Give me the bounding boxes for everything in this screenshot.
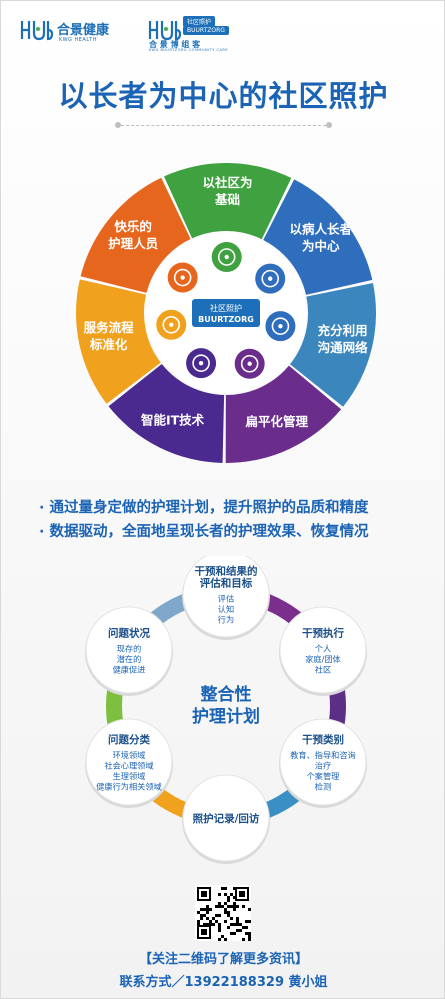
- cycle-node-body: 行为: [218, 614, 234, 624]
- cycle-node-body: 检测: [315, 782, 331, 792]
- qr-code-icon[interactable]: [195, 885, 251, 941]
- logo2-sub: KWG BUURTZORG COMMUNITY CARE: [149, 48, 229, 52]
- wheel-segment: [164, 162, 292, 240]
- cycle-node-body: 潜在的: [117, 654, 142, 664]
- wheel-segment-label: 为中心: [302, 238, 340, 253]
- bullet-item: · 数据驱动，全面地呈现长者的护理效果、恢复情况: [39, 524, 369, 540]
- wheel-segment-label: 基础: [214, 192, 240, 207]
- wheel-segment-label: 标准化: [89, 337, 128, 352]
- wheel-segment-label: 服务流程: [84, 320, 135, 335]
- wheel-segment: [225, 365, 342, 463]
- divider-dot: [115, 122, 121, 128]
- bullet-item: · 通过量身定做的护理计划，提升照护的品质和精度: [39, 500, 369, 516]
- divider-dot: [326, 122, 332, 128]
- wheel-segment-label: 沟通网络: [318, 340, 369, 355]
- logo1-sub: KWG HEALTH: [59, 37, 97, 43]
- cycle-node-title: 评估和目标: [200, 576, 253, 589]
- cycle-node-title: 干预和结果的: [195, 564, 258, 577]
- wheel-segment: [75, 279, 161, 404]
- wheel-segment-label: 扁平化管理: [244, 414, 308, 429]
- logo2-chip2: BUURTZORG: [183, 26, 229, 35]
- wheel-segment-label: 以社区为: [202, 175, 252, 190]
- cycle-center-line2: 护理计划: [192, 706, 260, 727]
- cycle-node-title: 问题分类: [108, 733, 150, 746]
- footer-cta: 【关注二维码了解更多资讯】: [138, 952, 308, 967]
- cycle-node-body: 环境领域: [113, 750, 146, 760]
- wheel-segment-label: 以病人长者: [289, 221, 352, 236]
- checklist-icon: [234, 348, 265, 379]
- cycle-node-body: 健康行为相关领域: [96, 782, 162, 792]
- wheel-segment-label: 快乐的: [114, 219, 152, 234]
- cloud-icon: [186, 348, 217, 379]
- cycle-node-title: 干预类别: [302, 733, 344, 746]
- cycle-node-title: 干预执行: [302, 626, 344, 639]
- cycle-node-body: 现存的: [117, 643, 142, 653]
- cycle-node-body: 家庭/团体: [305, 654, 341, 664]
- wheel-segment-label: 护理人员: [108, 236, 159, 251]
- cycle-node-body: 治疗: [315, 761, 331, 771]
- elder-icon: [255, 263, 286, 294]
- title-divider: [121, 125, 326, 126]
- cycle-center-line1: 整合性: [201, 684, 252, 705]
- kwg-buurtzorg-logo-icon: [148, 21, 181, 41]
- page-title: 以长者为中心的社区照护: [58, 79, 389, 113]
- cycle-node-body: 健康促进: [113, 664, 146, 674]
- logo1-name: 合景健康: [57, 23, 110, 38]
- logo2-chip: 社区照护: [183, 16, 216, 27]
- monitor-icon: [265, 311, 296, 342]
- header-logos: 合景健康 KWG HEALTH 社区照护 BUURTZORG 合 景 博 组 客…: [19, 15, 429, 52]
- cycle-node-body: 教育、指导和咨询: [290, 750, 356, 760]
- footer-contact: 联系方式／13922188329 黄小姐: [119, 975, 328, 990]
- cycle-node-body: 认知: [218, 604, 234, 614]
- wheel-segment: [108, 363, 225, 463]
- wheel-segment-label: 充分利用: [318, 323, 368, 338]
- care-plan-cycle: 整合性护理计划干预和结果的评估和目标评估认知行为干预执行个人家庭/团体社区干预类…: [85, 556, 367, 864]
- badge-line1: 社区照护: [210, 303, 242, 313]
- cycle-node: 照护记录/回访: [182, 774, 270, 864]
- cycle-node-title: 照护记录/回访: [193, 812, 260, 825]
- cycle-node-body: 社区: [315, 664, 331, 674]
- cycle-node-body: 生理领域: [113, 771, 146, 781]
- cycle-node-body: 社会心理领域: [104, 761, 153, 771]
- cycle-node-body: 个人: [315, 643, 331, 653]
- cycle-node-body: 个案管理: [307, 771, 340, 781]
- wheel-segment: [80, 177, 191, 293]
- wheel-segment: [290, 282, 376, 407]
- heart-icon: [156, 309, 187, 340]
- kwg-health-logo-icon: [20, 21, 53, 41]
- home-icon: [211, 242, 242, 273]
- logo2-name: 合 景 博 组 客: [149, 40, 201, 49]
- nurse-icon: [167, 262, 198, 293]
- buurtzorg-badge: 社区照护 BUURTZORG: [192, 299, 260, 327]
- cycle-node-title: 问题状况: [108, 626, 150, 639]
- wheel-segment: [263, 179, 373, 295]
- wheel-segment-label: 智能IT技术: [140, 412, 205, 427]
- cycle-node-body: 评估: [218, 593, 234, 603]
- badge-line2: BUURTZORG: [198, 315, 254, 324]
- bullet-list: · 通过量身定做的护理计划，提升照护的品质和精度 · 数据驱动，全面地呈现长者的…: [39, 496, 439, 544]
